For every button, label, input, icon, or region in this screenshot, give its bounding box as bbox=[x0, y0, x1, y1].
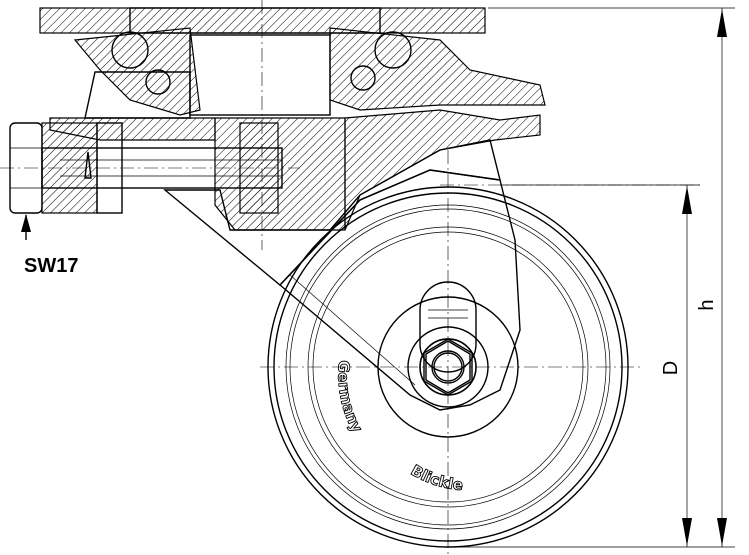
dimension-h-label: h bbox=[696, 299, 718, 310]
dimension-d-label: D bbox=[660, 361, 682, 375]
wrench-size-callout: SW17 bbox=[21, 214, 78, 277]
dimension-d: D bbox=[660, 185, 692, 547]
extension-lines bbox=[450, 7, 735, 548]
wrench-size-label: SW17 bbox=[24, 255, 78, 277]
wheel-country-text: Germany bbox=[334, 360, 366, 436]
wheel-brand-text: Blickle bbox=[408, 461, 464, 494]
dimension-h: h bbox=[696, 8, 727, 547]
swivel-head bbox=[39, 7, 546, 141]
fork-body bbox=[163, 109, 541, 286]
